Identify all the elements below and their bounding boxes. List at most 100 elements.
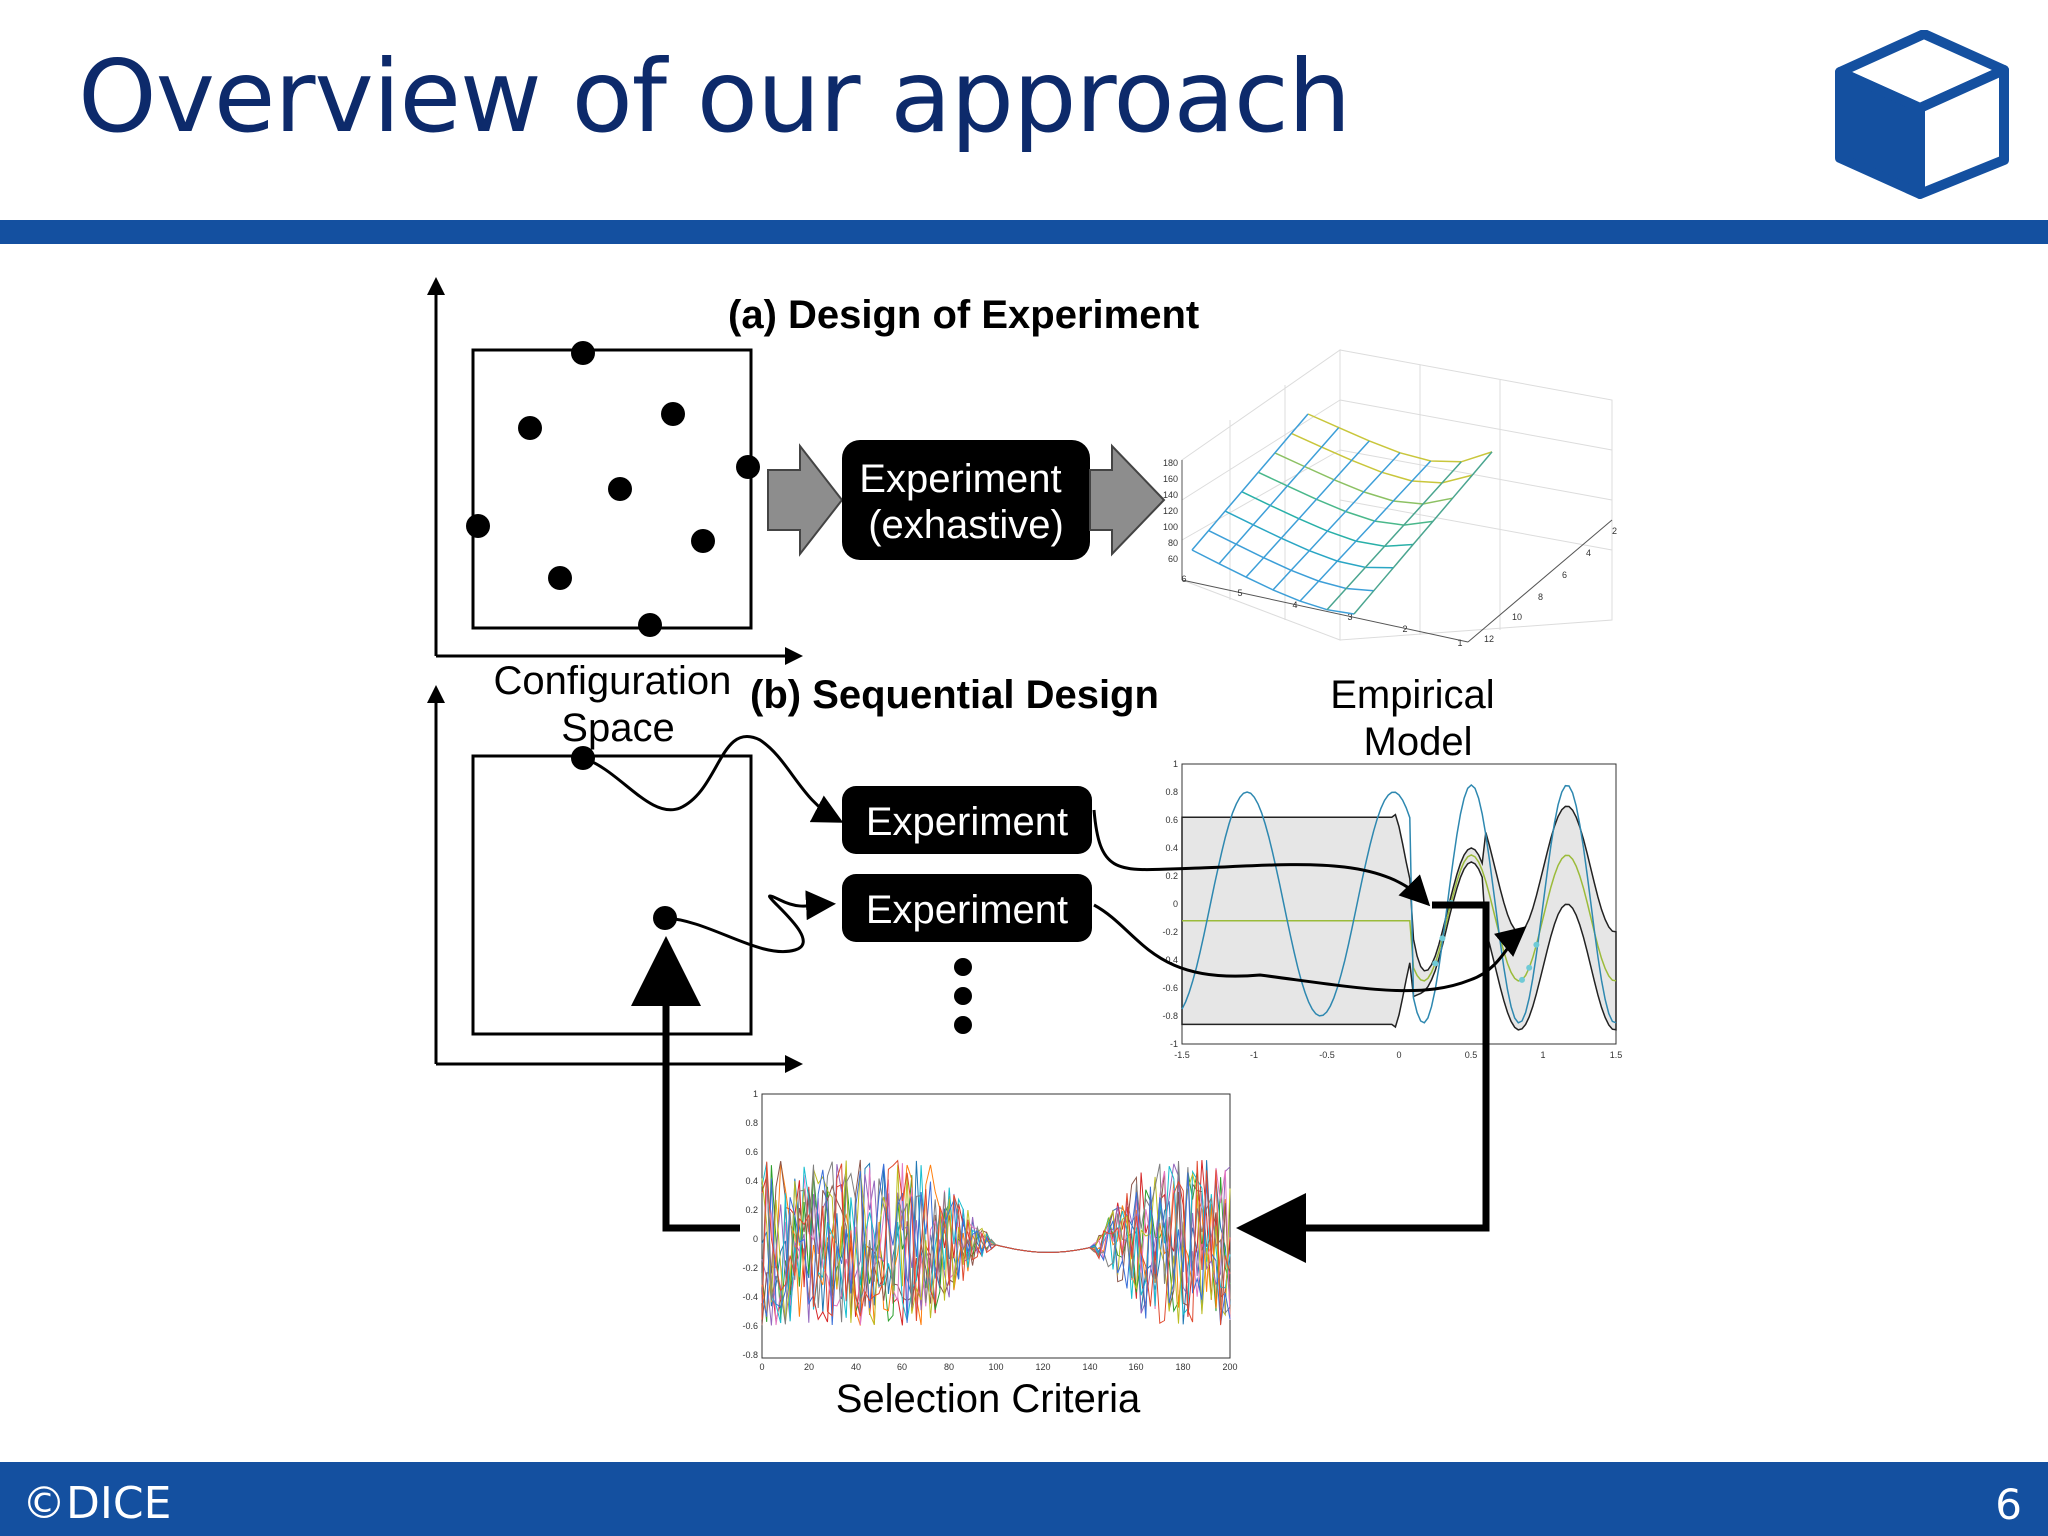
surface-z-tick: 80: [1168, 538, 1178, 548]
surface-mesh-row: [1191, 549, 1355, 615]
surface-z-tick: 160: [1163, 474, 1178, 484]
surface-mesh-col: [1272, 452, 1401, 591]
sample-point: [608, 477, 632, 501]
gp-x-tick: -0.5: [1319, 1050, 1335, 1060]
criteria-x-tick: 180: [1175, 1362, 1190, 1372]
experiment-label-1: Experiment: [866, 800, 1068, 844]
gp-observation-point: [1439, 935, 1446, 942]
sample-point: [571, 341, 595, 365]
criteria-x-tick: 40: [851, 1362, 861, 1372]
surface-x-ticks: 6 5 4 3 2 1: [1181, 574, 1462, 648]
surface-x-tick: 3: [1347, 612, 1352, 622]
gp-x-tick: 1: [1540, 1050, 1545, 1060]
criteria-x-tick: 60: [897, 1362, 907, 1372]
footer-copyright: ©DICE: [22, 1478, 172, 1529]
sample-points-a: [466, 341, 760, 637]
sample-to-experiment-curve-1: [582, 735, 844, 823]
gp-y-tick: 0.2: [1165, 871, 1178, 881]
gp-x-tick: 0: [1396, 1050, 1401, 1060]
criteria-y-tick: -0.2: [742, 1263, 758, 1273]
surface-y-tick: 6: [1562, 570, 1567, 580]
gp-y-tick: 1: [1173, 759, 1178, 769]
criteria-x-tick: 160: [1128, 1362, 1143, 1372]
experiment-label-2: Experiment: [866, 888, 1068, 932]
surface-z-tick: 120: [1163, 506, 1178, 516]
selection-criteria-line: [761, 1159, 1231, 1326]
gp-y-tick: -0.8: [1162, 1011, 1178, 1021]
surface-mesh-col: [1326, 461, 1462, 611]
criteria-y-tick: -0.4: [742, 1292, 758, 1302]
selection-criteria-plot: 0 20 40 60 80 100 120 140 160 180 200 1 …: [742, 1089, 1237, 1372]
selection-criteria-lines: [761, 1159, 1231, 1326]
criteria-y-tick: 0.8: [745, 1118, 758, 1128]
sample-to-experiment-curve-2: [664, 890, 836, 953]
gp-observation-point: [1519, 976, 1525, 983]
criteria-y-tick: -0.6: [742, 1321, 758, 1331]
ellipsis-dots: [954, 958, 972, 1034]
criteria-y-tick: 0.4: [745, 1176, 758, 1186]
criteria-y-tick: -0.8: [742, 1350, 758, 1360]
configuration-space-line2: Space: [561, 706, 674, 750]
criteria-x-tick: 100: [988, 1362, 1003, 1372]
surface-z-tick: 60: [1168, 554, 1178, 564]
criteria-y-tick: 0: [753, 1234, 758, 1244]
surface-x-tick: 6: [1181, 574, 1186, 584]
criteria-to-sample-arrow: [631, 936, 740, 1232]
gp-x-ticks: -1.5 -1 -0.5 0 0.5 1 1.5: [1174, 1050, 1622, 1060]
model-to-criteria-arrow: [1236, 901, 1490, 1263]
header-divider-bar: [0, 220, 2048, 244]
configuration-space-box-b: [471, 754, 753, 1036]
configuration-space-axes-b: [427, 685, 803, 1073]
selection-criteria-label: Selection Criteria: [836, 1377, 1141, 1421]
criteria-x-tick: 0: [759, 1362, 764, 1372]
surface-z-ticks: 60 80 100 120 140 160 180: [1163, 458, 1178, 564]
gp-observation-point: [1526, 964, 1533, 971]
surface-x-tick: 4: [1292, 600, 1297, 610]
footer-bar: ©DICE 6: [0, 1462, 2048, 1536]
empirical-model-line1: Empirical: [1330, 673, 1494, 717]
sample-point: [661, 402, 685, 426]
criteria-y-tick: 1: [753, 1089, 758, 1099]
surface-mesh-col: [1218, 427, 1340, 565]
page-number: 6: [1995, 1480, 2022, 1529]
flow-arrow-in: [767, 443, 844, 557]
design-of-experiment-label: (a) Design of Experiment: [728, 293, 1199, 337]
criteria-x-tick: 20: [804, 1362, 814, 1372]
surface-z-tick: 140: [1163, 490, 1178, 500]
experiment-box-1: [842, 786, 1092, 854]
experiment-exhaustive-box: [842, 440, 1090, 560]
surface-mesh: [1191, 413, 1493, 615]
surface-y-tick: 8: [1538, 592, 1543, 602]
page-title: Overview of our approach: [78, 38, 1351, 155]
flow-arrow-out: [1089, 443, 1166, 557]
surface-mesh-col: [1353, 451, 1493, 615]
gp-x-tick: -1.5: [1174, 1050, 1190, 1060]
criteria-x-tick: 200: [1222, 1362, 1237, 1372]
configuration-space-box-a: [471, 348, 753, 630]
surface-x-tick: 2: [1402, 624, 1407, 634]
surface-x-tick: 1: [1457, 638, 1462, 648]
experiment-to-model-curve-1: [1092, 809, 1431, 907]
criteria-x-tick: 120: [1035, 1362, 1050, 1372]
surface-mesh-col: [1299, 460, 1432, 602]
gp-x-tick: 0.5: [1465, 1050, 1478, 1060]
gp-model-plot: -1.5 -1 -0.5 0 0.5 1 1.5 1 0.8 0.6 0.4 0…: [1162, 759, 1622, 1060]
configuration-space-line1: Configuration: [493, 659, 731, 703]
gp-uncertainty-band: [1181, 805, 1617, 1031]
criteria-y-tick: 0.6: [745, 1147, 758, 1157]
sample-point: [638, 613, 662, 637]
gp-y-tick: -1: [1170, 1039, 1178, 1049]
sample-point: [518, 416, 542, 440]
surface-mesh-col: [1191, 413, 1309, 551]
surface-y-tick: 10: [1512, 612, 1522, 622]
cube-icon: [1835, 30, 2009, 199]
gp-y-tick: -0.4: [1162, 955, 1178, 965]
gp-observation-point: [1533, 941, 1540, 948]
configuration-space-axes-a: [427, 277, 803, 665]
criteria-y-ticks: 1 0.8 0.6 0.4 0.2 0 -0.2 -0.4 -0.6 -0.8: [742, 1089, 758, 1360]
gp-y-tick: -0.2: [1162, 927, 1178, 937]
surface-z-tick: 180: [1163, 458, 1178, 468]
experiment-box-2: [842, 874, 1092, 942]
gp-y-tick: -0.6: [1162, 983, 1178, 993]
